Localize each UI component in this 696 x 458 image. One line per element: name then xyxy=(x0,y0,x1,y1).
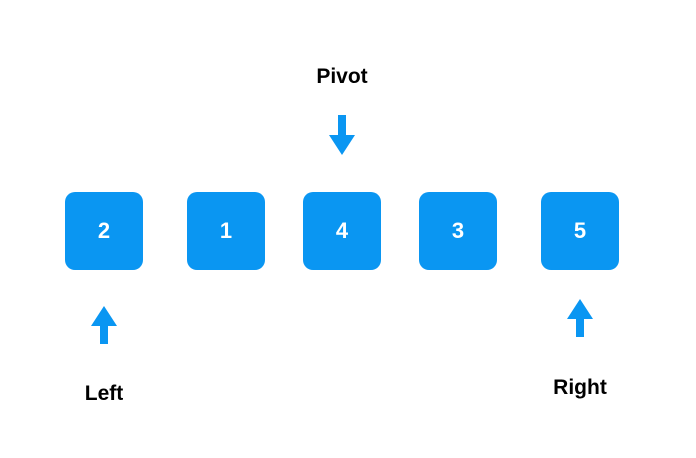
arrow-up-icon xyxy=(567,299,593,337)
array-element-4: 5 xyxy=(541,192,619,270)
pivot-label: Pivot xyxy=(316,65,368,88)
array-element-0: 2 xyxy=(65,192,143,270)
right-label: Right xyxy=(553,376,607,399)
array-value-1: 1 xyxy=(219,218,233,243)
array-element-2: 4 xyxy=(303,192,381,270)
arrow-up-icon xyxy=(91,306,117,344)
array-element-3: 3 xyxy=(419,192,497,270)
array-value-0: 2 xyxy=(97,218,111,243)
array-value-3: 3 xyxy=(451,218,465,243)
left-label: Left xyxy=(84,382,124,405)
arrow-down-icon xyxy=(329,115,355,155)
array-element-1: 1 xyxy=(187,192,265,270)
array-value-2: 4 xyxy=(335,218,349,243)
array-value-4: 5 xyxy=(573,218,587,243)
